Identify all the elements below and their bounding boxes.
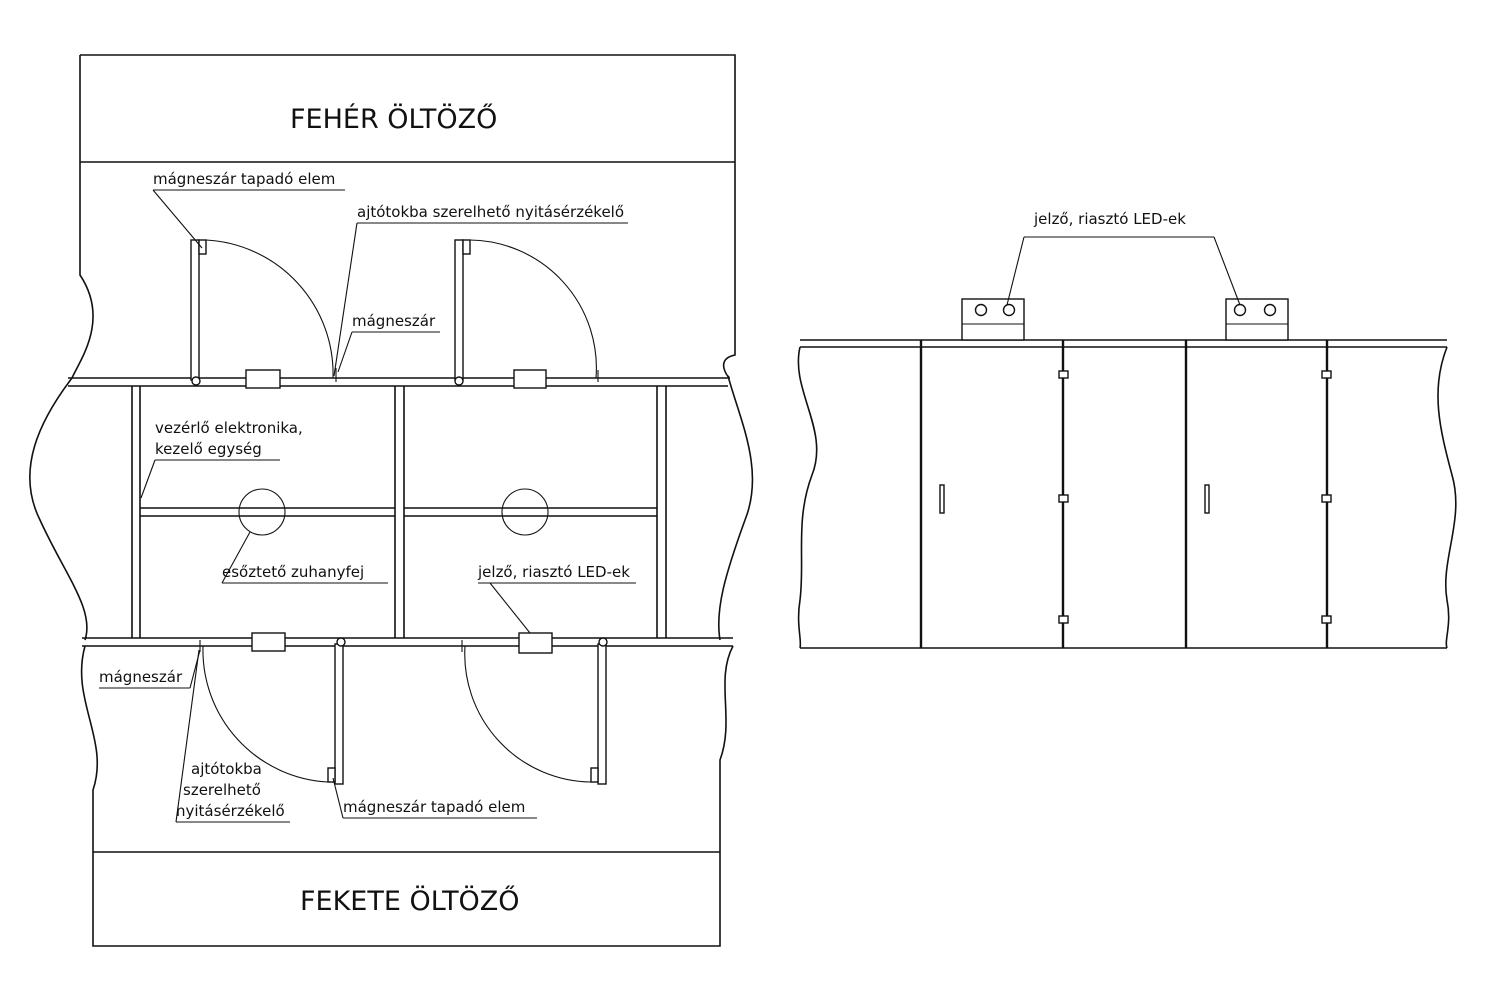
lower-door-left (199, 632, 346, 785)
door-handle-right (1204, 484, 1210, 514)
label-rain-shower: esőztető zuhanyfej (222, 563, 364, 581)
upper-door-left (190, 239, 337, 389)
upper-door-right (454, 239, 599, 389)
right-break-line (717, 375, 754, 641)
label-control-unit-2: kezelő egység (155, 440, 262, 458)
label-magnet-plate-top: mágneszár tapadó elem (153, 170, 335, 188)
black-room-outline (80, 645, 734, 947)
label-led-plan: jelző, riasztó LED-ek (477, 563, 630, 581)
label-door-sensor-bottom-2: szerelhető (183, 781, 261, 799)
label-magnet-lock-top: mágneszár (352, 312, 436, 330)
door-handle-left (939, 484, 945, 514)
label-door-sensor-bottom-3: nyitásérzékelő (176, 802, 285, 820)
label-control-unit-1: vezérlő elektronika, (155, 419, 303, 437)
rain-shower-head-right (501, 488, 549, 536)
callouts-plan: mágneszár tapadó elem ajtótokba szerelhe… (99, 170, 636, 823)
led-box-left (961, 298, 1025, 341)
black-room-title: FEKETE ÖLTÖZŐ (300, 885, 520, 917)
label-door-sensor-bottom-1: ajtótokba (191, 760, 262, 778)
elevation-right-break (1437, 346, 1457, 649)
mid-partition (140, 507, 657, 517)
left-break-line (29, 377, 88, 641)
lower-door-right (461, 632, 608, 785)
rain-shower-head-left (238, 488, 286, 536)
front-elevation: jelző, riasztó LED-ek (797, 210, 1457, 649)
hinges (1058, 370, 1332, 624)
label-led-elevation: jelző, riasztó LED-ek (1033, 210, 1186, 228)
floor-plan: FEHÉR ÖLTÖZŐ (29, 54, 754, 947)
label-door-sensor-top: ajtótokba szerelhető nyitásérzékelő (357, 203, 624, 221)
label-magnet-lock-bottom: mágneszár (99, 668, 183, 686)
label-magnet-plate-bottom: mágneszár tapadó elem (343, 798, 525, 816)
white-room-title: FEHÉR ÖLTÖZŐ (290, 103, 497, 135)
partitions (131, 386, 667, 638)
elevation-left-break (797, 346, 818, 649)
led-box-right (1225, 298, 1289, 341)
